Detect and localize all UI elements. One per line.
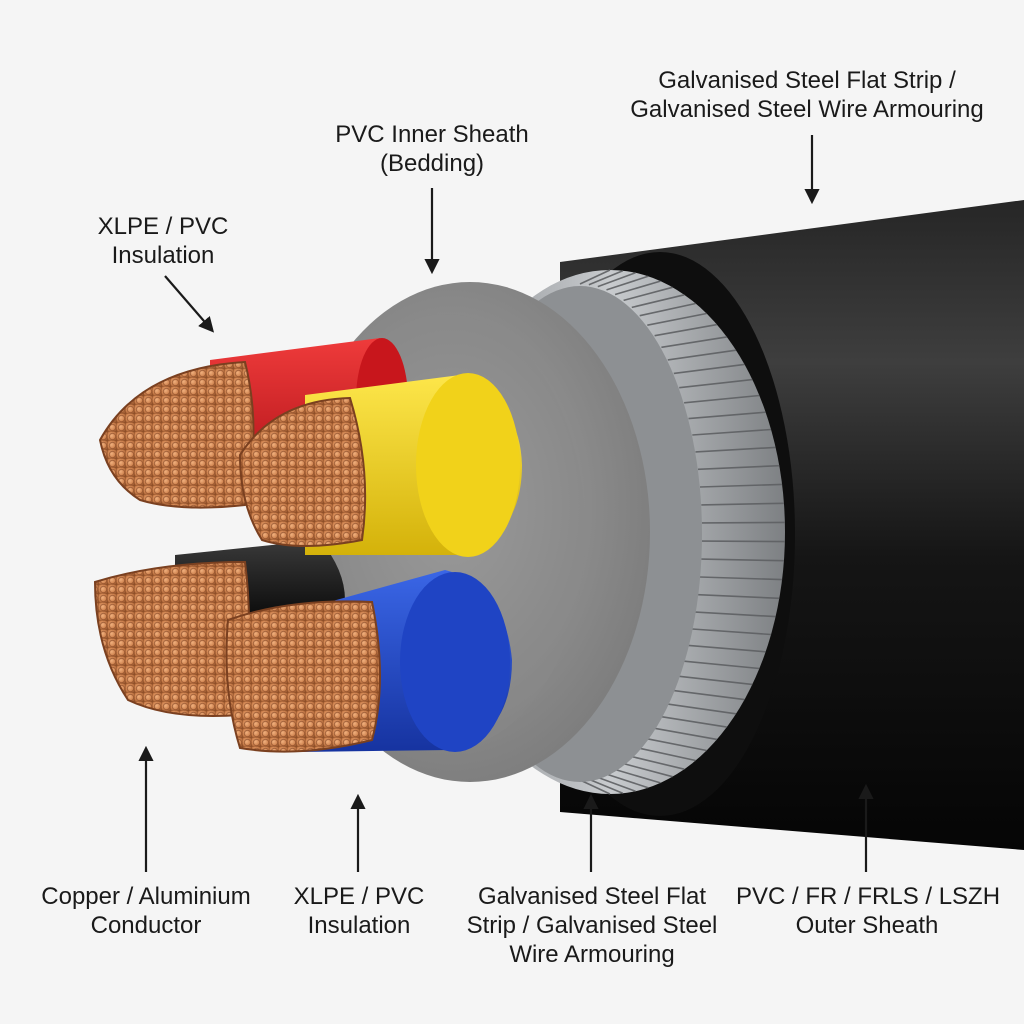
- armour-strip-line: [679, 378, 753, 389]
- armour-strip-line: [639, 747, 696, 762]
- armour-strip-line: [614, 768, 661, 784]
- label-outer-sheath-line2: Outer Sheath: [795, 912, 939, 939]
- armour-strip-line: [647, 738, 707, 752]
- armour-strip-line: [684, 394, 760, 404]
- armour-strip-line: [688, 411, 766, 420]
- armour-strip-line: [661, 715, 727, 728]
- armour-strip-line: [606, 275, 649, 291]
- label-insulation-top: XLPE / PVC Insulation: [88, 212, 238, 270]
- armour-strip-line: [579, 779, 611, 795]
- armour-strip-line: [701, 540, 785, 543]
- armour-strip-line: [692, 428, 772, 436]
- armour-strip-line: [701, 521, 785, 524]
- armour-strip-line: [673, 363, 745, 375]
- label-armour-bottom-line3: Wire Armouring: [509, 941, 675, 968]
- conductor-strands: [93, 360, 381, 753]
- armour-strip-line: [667, 703, 737, 715]
- label-inner-sheath-line2: (Bedding): [379, 150, 485, 177]
- leader-arrows: [138, 135, 874, 872]
- conductor-top-left: [98, 360, 255, 509]
- label-insulation-bottom: XLPE / PVC Insulation: [284, 882, 434, 940]
- label-conductor-line1: Copper / Aluminium: [41, 883, 251, 910]
- label-conductor: Copper / Aluminium Conductor: [30, 882, 262, 940]
- armour-strip-line: [647, 312, 707, 326]
- armour-strip-line: [692, 628, 772, 636]
- label-armour-bottom-line1: Galvanised Steel Flat: [477, 883, 707, 910]
- label-insulation-bottom-line1: XLPE / PVC: [293, 883, 425, 910]
- armour-strip-line: [695, 446, 776, 453]
- label-armour-bottom: Galvanised Steel Flat Strip / Galvanised…: [462, 882, 722, 969]
- label-insulation-top-line2: Insulation: [111, 242, 215, 269]
- armour-strip-line: [699, 483, 783, 488]
- label-outer-sheath: PVC / FR / FRLS / LSZH Outer Sheath: [736, 882, 1001, 940]
- armour-strip-line: [688, 644, 766, 653]
- armour-strip-line: [701, 558, 785, 562]
- label-conductor-line2: Conductor: [90, 912, 202, 939]
- armour-strip-line: [697, 464, 780, 471]
- armour-strip-line: [623, 286, 673, 302]
- conductor-top-right: [238, 396, 367, 547]
- armour-strip-line: [667, 349, 737, 361]
- armour-strip-line: [661, 336, 727, 349]
- armour-strip-line: [654, 323, 718, 337]
- armour-strip-line: [701, 502, 785, 506]
- armour-strip-line: [623, 762, 673, 778]
- armour-strip-line: [579, 269, 611, 285]
- label-armour-top: Galvanised Steel Flat Strip / Galvanised…: [612, 66, 1002, 124]
- armour-strip-line: [654, 727, 718, 741]
- armour-strip-line: [606, 773, 649, 789]
- armour-strip-line: [684, 660, 760, 670]
- label-armour-top-line1: Galvanised Steel Flat Strip /: [658, 67, 956, 94]
- armour-strip-line: [673, 689, 745, 701]
- armour-strip-line: [597, 776, 636, 792]
- armour-strip-line: [639, 302, 696, 317]
- label-armour-bottom-line2: Strip / Galvanised Steel: [466, 912, 718, 939]
- armour-strip-line: [679, 675, 753, 686]
- armour-strip-line: [597, 272, 636, 288]
- armour-strip-line: [695, 611, 776, 618]
- armour-strip-line: [631, 294, 685, 309]
- label-outer-sheath-line1: PVC / FR / FRLS / LSZH: [736, 883, 1001, 910]
- conductor-bottom-right: [225, 600, 381, 753]
- armour-strip-line: [588, 269, 624, 286]
- label-inner-sheath: PVC Inner Sheath (Bedding): [320, 120, 544, 178]
- label-insulation-top-line1: XLPE / PVC: [97, 213, 229, 240]
- label-insulation-bottom-line2: Insulation: [307, 912, 411, 939]
- armour-strip-line: [588, 778, 624, 795]
- armour-strip-line: [631, 755, 685, 770]
- arrow-insulation-top: [164, 275, 215, 333]
- armour-strip-line: [697, 593, 780, 600]
- armour-strip-line: [699, 576, 783, 581]
- label-armour-top-line2: Galvanised Steel Wire Armouring: [630, 96, 984, 123]
- armour-strip-line: [614, 280, 661, 296]
- label-inner-sheath-line1: PVC Inner Sheath: [335, 121, 529, 148]
